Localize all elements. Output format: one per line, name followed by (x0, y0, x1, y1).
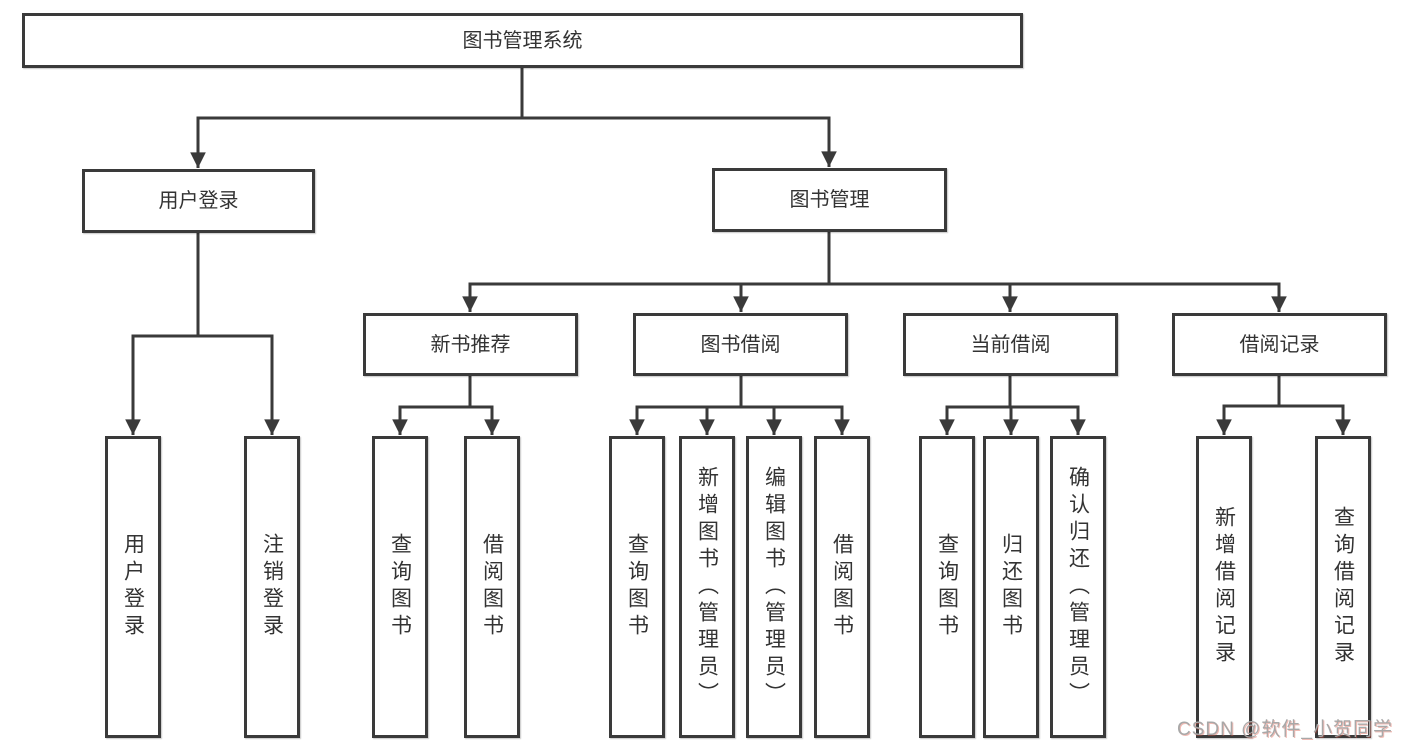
node-root-library-management-system: 图书管理系统 (22, 13, 1023, 68)
node-leaf-borrow-books: 借阅图书 (464, 436, 520, 738)
node-leaf-query-books-2: 查询图书 (609, 436, 665, 738)
edges-new-book-recommend (392, 376, 500, 435)
node-leaf-add-borrow-record: 新增借阅记录 (1196, 436, 1252, 738)
node-book-borrow: 图书借阅 (633, 313, 848, 376)
edges-user-login (125, 233, 280, 435)
node-leaf-query-books-3: 查询图书 (919, 436, 975, 738)
node-leaf-user-login: 用户登录 (105, 436, 161, 738)
edges-root (190, 68, 837, 168)
csdn-watermark: CSDN @软件_小贺同学 (1177, 719, 1393, 740)
node-leaf-edit-books-admin: 编辑图书（管理员） (746, 436, 802, 738)
node-book-management: 图书管理 (712, 168, 947, 232)
edges-book-borrow (629, 376, 850, 435)
node-leaf-query-books: 查询图书 (372, 436, 428, 738)
node-leaf-borrow-books-2: 借阅图书 (814, 436, 870, 738)
node-leaf-query-borrow-record: 查询借阅记录 (1315, 436, 1371, 738)
edges-current-borrow (939, 376, 1086, 435)
edges-borrow-record (1216, 376, 1351, 435)
node-borrow-record: 借阅记录 (1172, 313, 1387, 376)
node-leaf-add-books-admin: 新增图书（管理员） (679, 436, 735, 738)
edges-book-management (462, 232, 1287, 312)
node-user-login: 用户登录 (82, 169, 315, 233)
node-leaf-confirm-return-admin: 确认归还（管理员） (1050, 436, 1106, 738)
node-leaf-return-books: 归还图书 (983, 436, 1039, 738)
node-leaf-logout: 注销登录 (244, 436, 300, 738)
node-current-borrow: 当前借阅 (903, 313, 1118, 376)
node-new-book-recommend: 新书推荐 (363, 313, 578, 376)
